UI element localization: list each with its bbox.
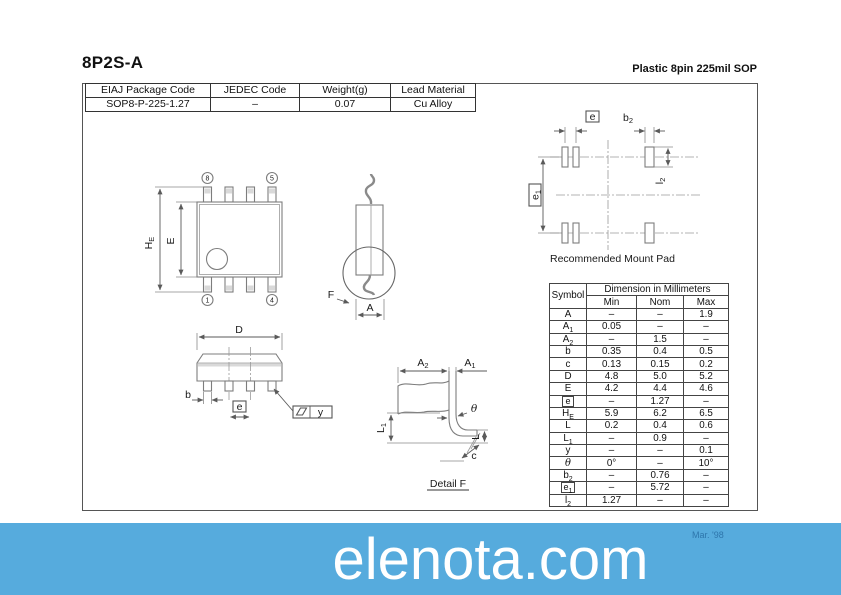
l1-dimension-label: L1: [375, 423, 388, 433]
y-flatness-label: y: [318, 407, 324, 419]
a1-dimension-label: A1: [464, 357, 475, 370]
pin1-indicator-mark: [205, 247, 229, 271]
mount-pad-l2-label: l2: [654, 178, 667, 185]
l-dimension-label: L: [470, 434, 482, 440]
page-title: 8P2S-A: [82, 53, 144, 72]
info-header-lead: Lead Material: [390, 83, 476, 98]
detail-f-circle: [342, 246, 396, 300]
dim-header-row-1: Symbol Dimension in Millimeters: [549, 282, 729, 309]
dim-row-A: A––1.9: [549, 307, 729, 322]
watermark-banner: Mar. '98 elenota.com: [0, 523, 841, 595]
mount-pad-caption: Recommended Mount Pad: [550, 253, 675, 265]
package-info-table: EIAJ Package Code JEDEC Code Weight(g) L…: [85, 83, 476, 112]
mount-pad-e1-label: e1: [530, 190, 543, 200]
dim-header-symbol: Symbol: [549, 283, 587, 309]
pin-number-5: 5: [270, 176, 274, 183]
dim-header-row-2: Min Nom Max: [550, 295, 729, 309]
package-subtitle: Plastic 8pin 225mil SOP: [632, 63, 757, 75]
mount-pad-b2-label: b2: [623, 112, 633, 125]
info-value-row: SOP8-P-225-1.27 – 0.07 Cu Alloy: [85, 97, 476, 112]
dim-row-e1: e1–5.72–: [549, 481, 729, 495]
pin-number-4: 4: [270, 298, 274, 305]
watermark-text: elenota.com: [332, 527, 649, 592]
side-view-drawing: D b e y: [185, 324, 333, 420]
dimension-table: Symbol Dimension in Millimeters Min Nom …: [549, 282, 729, 508]
info-value-jedec: –: [210, 97, 300, 112]
info-header-weight: Weight(g): [299, 83, 391, 98]
detail-f-drawing: A2 A1 θ L1 L: [375, 357, 488, 491]
a-dimension-label: A: [366, 302, 373, 314]
top-view-drawing: 8 5 1 4 HE E: [143, 171, 283, 307]
e-pitch-label: e: [237, 401, 243, 413]
b-dimension-label: b: [185, 389, 191, 401]
date-note: Mar. '98: [692, 530, 724, 540]
c-dimension-label: c: [471, 450, 476, 462]
dim-header-max: Max: [683, 295, 729, 309]
he-dimension-label: HE: [143, 237, 156, 250]
dim-header-nom: Nom: [636, 295, 684, 309]
info-value-lead: Cu Alloy: [390, 97, 476, 112]
info-value-eiaj: SOP8-P-225-1.27: [85, 97, 211, 112]
dim-row-y: y––0.1: [549, 444, 729, 458]
detail-f-caption: Detail F: [430, 478, 466, 490]
mount-pad-e-label: e: [590, 111, 596, 123]
a2-dimension-label: A2: [417, 357, 428, 370]
theta-angle-label: θ: [471, 403, 478, 415]
dim-header-group: Dimension in Millimeters: [586, 282, 729, 297]
package-drawings: 8 5 1 4 HE E D b: [143, 110, 700, 491]
pin-number-8: 8: [206, 176, 210, 183]
flatness-symbol-icon: [295, 407, 308, 416]
dim-row-L1: L1–0.9–: [549, 431, 729, 446]
end-view-drawing: F A: [328, 173, 396, 320]
e-body-dimension-label: E: [165, 237, 177, 244]
f-detail-label: F: [328, 289, 334, 301]
info-value-weight: 0.07: [299, 97, 391, 112]
dim-row-b2: b2–0.76–: [549, 468, 729, 483]
pin-number-1: 1: [206, 298, 210, 305]
d-dimension-label: D: [235, 324, 243, 336]
dim-row-A2: A2–1.5–: [549, 332, 729, 347]
dim-row-e: e–1.27–: [549, 394, 729, 408]
mount-pad-drawing: e b2 l2 e1 Recommended Mount Pad: [528, 110, 700, 265]
dim-header-min: Min: [586, 295, 637, 309]
